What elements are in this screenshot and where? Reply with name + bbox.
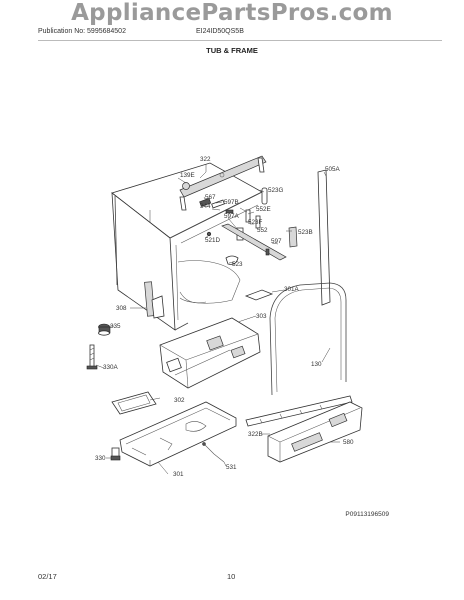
part-531-wire xyxy=(202,442,225,463)
callout-523B: 523B xyxy=(298,229,313,236)
callout-301A: 301A xyxy=(284,286,300,293)
callout-303: 303 xyxy=(256,313,267,320)
part-322-top-rail xyxy=(179,155,267,211)
callout-531: 531 xyxy=(226,464,237,471)
callout-597B: 597B xyxy=(224,199,239,206)
callout-552: 552 xyxy=(257,227,268,234)
leader-lines xyxy=(95,164,340,475)
part-322B-strip xyxy=(245,395,353,427)
callout-308: 308 xyxy=(116,305,127,312)
callout-322: 322 xyxy=(200,156,211,163)
part-303-base-frame xyxy=(159,317,261,389)
tub-outline xyxy=(111,162,263,331)
callout-521D: 521D xyxy=(205,237,221,244)
callout-302: 302 xyxy=(174,397,185,404)
part-301-base-pan xyxy=(119,401,237,467)
callout-505A: 505A xyxy=(325,166,341,173)
part-301A-bracket xyxy=(244,289,285,301)
callout-523: 523 xyxy=(232,261,243,268)
callout-597: 597 xyxy=(271,238,282,245)
part-335-foot xyxy=(98,323,111,336)
callout-552E: 552E xyxy=(256,206,271,213)
callout-139E: 139E xyxy=(180,172,195,179)
part-330-leg xyxy=(110,447,121,461)
callout-330: 330 xyxy=(95,455,106,462)
header-divider xyxy=(38,40,442,41)
footer-date: 02/17 xyxy=(38,572,57,581)
callout-130: 130 xyxy=(311,361,322,368)
diagram-title: TUB & FRAME xyxy=(206,46,258,55)
model-number: EI24ID50QS5B xyxy=(196,28,244,35)
part-523-rails xyxy=(221,223,298,265)
callout-344: 344 xyxy=(200,203,211,210)
watermark-text: AppliancePartsPros.com xyxy=(71,0,393,26)
figure-id: P09113196509 xyxy=(345,511,389,518)
callout-523G: 523G xyxy=(268,187,284,194)
callout-580: 580 xyxy=(343,439,354,446)
callout-597A: 597A xyxy=(224,213,240,220)
part-580-console xyxy=(267,401,363,463)
callout-567: 567 xyxy=(205,194,216,201)
callout-labels: 322 139E 567 597B 523G 344 597A 552E 523… xyxy=(95,156,354,478)
callout-322B: 322B xyxy=(248,431,263,438)
part-130-gasket xyxy=(269,282,347,396)
callout-301: 301 xyxy=(173,471,184,478)
callout-330A: 330A xyxy=(103,364,119,371)
callout-335: 335 xyxy=(110,323,121,330)
part-505A-seal-strip xyxy=(317,169,331,306)
publication-number: Publication No: 5995684502 xyxy=(38,28,126,35)
part-308-hinge xyxy=(144,281,165,319)
page-number: 10 xyxy=(227,572,236,581)
callout-523F: 523F xyxy=(248,219,263,226)
part-302-frame xyxy=(111,391,157,415)
part-330A-leg xyxy=(86,344,98,370)
